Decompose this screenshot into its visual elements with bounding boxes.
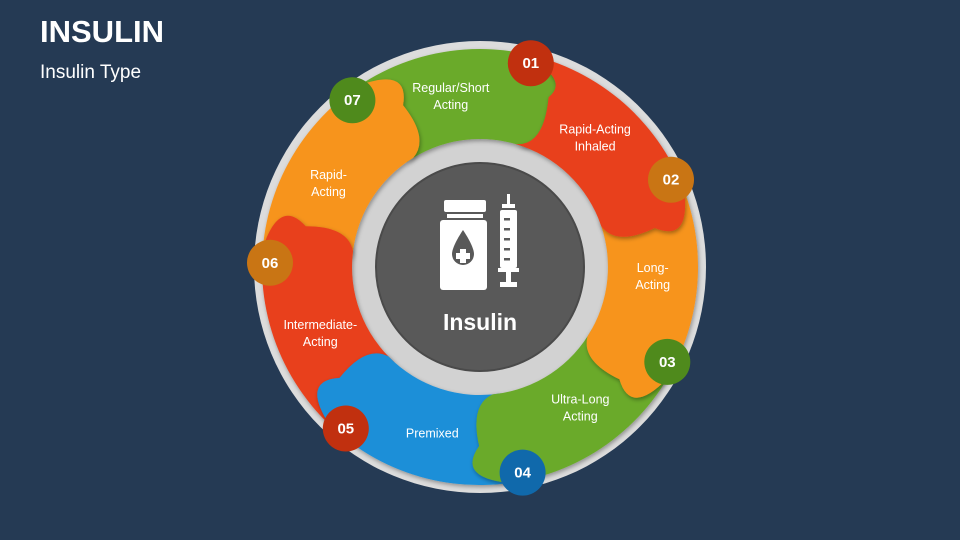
segment-number: 03 xyxy=(659,354,676,371)
segment-number-badge: 03 xyxy=(644,338,691,385)
segment-label-line: Intermediate- xyxy=(283,318,357,332)
segment-number-badge: 04 xyxy=(499,449,546,496)
segment-number: 02 xyxy=(663,172,680,189)
segment-label-line: Acting xyxy=(635,278,670,292)
segment-number-circle xyxy=(322,405,369,452)
segment-label-line: Ultra-Long xyxy=(551,393,609,407)
center-label: Insulin xyxy=(443,309,517,335)
segment-label-line: Rapid-Acting xyxy=(559,122,631,136)
segment-number: 06 xyxy=(262,255,279,272)
segment-number: 07 xyxy=(344,92,361,109)
segment-05 xyxy=(262,215,395,444)
segment-number: 04 xyxy=(514,465,531,482)
segment-number-circle xyxy=(648,156,694,203)
segment-label-line: Premixed xyxy=(406,426,459,440)
segment-label-line: Acting xyxy=(563,410,598,424)
segment-label-line: Acting xyxy=(303,335,338,349)
page-title: INSULIN xyxy=(40,14,164,49)
segment-label-line: Rapid- xyxy=(310,168,347,182)
segment-number-circle xyxy=(499,449,546,496)
segment-01 xyxy=(515,52,686,237)
segment-number-circle xyxy=(329,77,376,124)
segment-number-badge: 07 xyxy=(329,77,376,124)
segment-label-line: Regular/Short xyxy=(412,81,490,95)
segment-number-badge: 06 xyxy=(247,239,293,286)
segment-number-circle xyxy=(644,338,691,385)
segment-label-line: Long- xyxy=(637,261,669,275)
segment-number-circle xyxy=(247,239,293,286)
segment-label-line: Acting xyxy=(311,185,346,199)
segment-number: 05 xyxy=(337,421,354,438)
segment-number-badge: 05 xyxy=(322,405,369,452)
segment-03 xyxy=(472,328,681,483)
segment-number-circle xyxy=(507,40,554,87)
segment-label-line: Acting xyxy=(433,98,468,112)
segment-number: 01 xyxy=(522,55,539,72)
segment-number-badge: 01 xyxy=(507,40,554,87)
page-subtitle: Insulin Type xyxy=(40,62,142,83)
syringe-icon xyxy=(498,194,519,287)
segment-label-line: Inhaled xyxy=(575,139,616,153)
insulin-vial-icon xyxy=(440,200,487,290)
segment-number-badge: 02 xyxy=(648,156,694,203)
